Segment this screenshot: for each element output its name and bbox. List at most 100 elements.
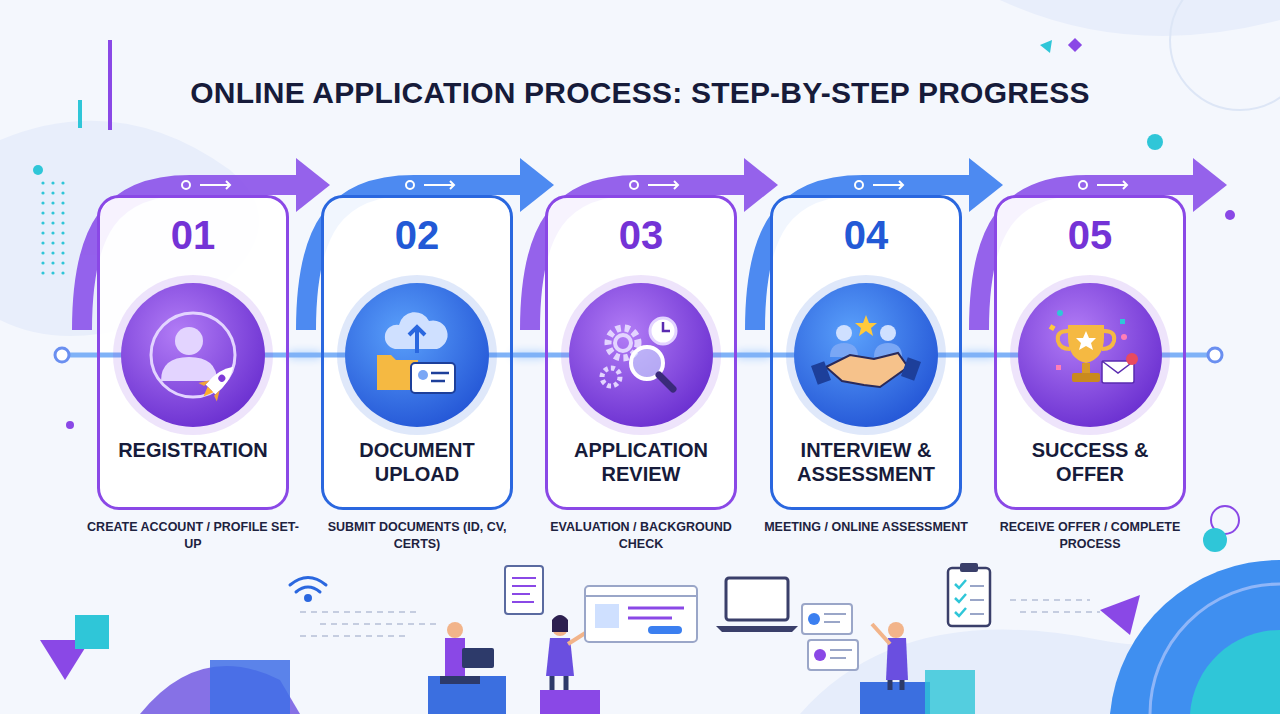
background-shapes bbox=[1150, 584, 1280, 714]
bottom-illustration bbox=[540, 690, 600, 714]
document-icon bbox=[505, 566, 543, 614]
person-figure bbox=[447, 622, 463, 638]
profile-card bbox=[802, 604, 858, 670]
person-figure bbox=[872, 622, 908, 690]
laptop-icon bbox=[726, 578, 788, 620]
card-fill bbox=[996, 197, 1185, 509]
browser-window bbox=[585, 595, 697, 597]
timeline-connector bbox=[513, 353, 545, 358]
wifi-symbol bbox=[290, 578, 326, 586]
step-icon-circle bbox=[1058, 331, 1115, 349]
arrow-accent bbox=[873, 181, 903, 189]
step-icon-circle bbox=[561, 275, 721, 435]
step-icon-circle bbox=[811, 361, 831, 385]
document-icon bbox=[505, 566, 543, 614]
background-shapes bbox=[1110, 560, 1280, 714]
card-fill bbox=[99, 197, 1185, 509]
step-card: 03APPLICATION REVIEWEVALUATION / BACKGRO… bbox=[545, 195, 737, 510]
step-icon-circle bbox=[615, 335, 631, 351]
step-icon-circle bbox=[602, 368, 620, 386]
arrow-accent bbox=[200, 181, 230, 189]
step-icon-circle bbox=[1082, 363, 1090, 373]
background-shapes bbox=[66, 421, 74, 429]
bottom-illustration bbox=[290, 563, 1100, 714]
step-icon-circle bbox=[409, 327, 425, 353]
step-icon-circle bbox=[663, 322, 670, 331]
step-number: 03 bbox=[548, 210, 734, 260]
bottom-illustration bbox=[428, 676, 506, 714]
document-icon bbox=[512, 578, 536, 602]
wifi-symbol bbox=[290, 578, 326, 601]
step-title: REGISTRATION bbox=[100, 438, 286, 462]
background-shapes bbox=[108, 40, 112, 130]
arrow-accent bbox=[424, 181, 454, 189]
step-number: 04 bbox=[773, 210, 959, 260]
arrow-accent bbox=[630, 181, 638, 189]
step-number: 05 bbox=[997, 210, 1183, 260]
step-icon-circle bbox=[161, 357, 217, 381]
step-icon-circle bbox=[121, 283, 265, 427]
step-icon-circle bbox=[1126, 353, 1138, 365]
step-icon-circle bbox=[794, 283, 938, 427]
person-figure bbox=[890, 680, 902, 690]
arrow-accent bbox=[855, 181, 863, 189]
step-icon-circle bbox=[561, 275, 721, 435]
clipboard-icon bbox=[948, 563, 990, 626]
background-shapes bbox=[1225, 210, 1235, 220]
step-icon-circle bbox=[201, 387, 214, 400]
step-description: MEETING / ONLINE ASSESSMENT bbox=[757, 519, 975, 536]
step-icon-circle bbox=[1068, 325, 1104, 363]
background-shapes bbox=[1170, 0, 1280, 110]
timeline-track bbox=[55, 348, 69, 362]
profile-card bbox=[808, 613, 820, 625]
browser-window bbox=[648, 626, 682, 634]
step-icon-circle bbox=[217, 373, 227, 383]
step-title: DOCUMENT UPLOAD bbox=[324, 438, 510, 486]
arrow-accent bbox=[1079, 181, 1087, 189]
background-shapes bbox=[1068, 38, 1082, 52]
person-figure bbox=[462, 648, 494, 668]
arrow-accent bbox=[182, 181, 1127, 189]
timeline-connector bbox=[962, 353, 994, 358]
arrow-accent bbox=[648, 181, 678, 189]
wifi-symbol bbox=[306, 596, 311, 601]
person-figure bbox=[552, 676, 566, 690]
step-icon-circle bbox=[411, 363, 455, 393]
step-icon-circle bbox=[1072, 373, 1100, 382]
step-icon-circle bbox=[194, 358, 242, 406]
profile-card bbox=[808, 640, 858, 670]
step-title: APPLICATION REVIEW bbox=[548, 438, 734, 486]
laptop-icon bbox=[716, 578, 798, 632]
clipboard-icon bbox=[955, 580, 966, 616]
step-icon-circle bbox=[418, 370, 428, 380]
background-shapes bbox=[1147, 134, 1163, 150]
step-number: 02 bbox=[324, 210, 510, 260]
arrow-accent bbox=[406, 181, 414, 189]
person-figure bbox=[552, 615, 568, 632]
arrow-accent bbox=[1097, 181, 1127, 189]
profile-card bbox=[830, 650, 852, 658]
bottom-illustration bbox=[925, 670, 975, 714]
card-fill bbox=[547, 197, 736, 509]
step-icon-circle bbox=[569, 283, 713, 427]
person-figure bbox=[872, 624, 890, 644]
step-icon-circle bbox=[826, 353, 908, 387]
background-shapes bbox=[1000, 0, 1280, 36]
browser-window bbox=[585, 586, 697, 642]
step-card: 04INTERVIEW & ASSESSMENTMEETING / ONLINE… bbox=[770, 195, 962, 510]
step-arrow bbox=[1193, 158, 1227, 212]
person-figure bbox=[546, 615, 590, 690]
person-figure bbox=[888, 622, 904, 638]
background-shapes bbox=[40, 175, 70, 275]
step-description: EVALUATION / BACKGROUND CHECK bbox=[532, 519, 750, 553]
step-icon-circle bbox=[855, 315, 877, 336]
step-icon-circle bbox=[1049, 324, 1056, 331]
step-icon-circle bbox=[1120, 319, 1125, 324]
card-fill bbox=[323, 197, 512, 509]
step-icon-circle bbox=[198, 376, 223, 401]
browser-window bbox=[628, 608, 684, 618]
connector-group bbox=[289, 355, 994, 356]
clipboard-icon bbox=[970, 586, 984, 614]
clipboard-icon bbox=[948, 568, 990, 626]
bottom-illustration bbox=[860, 682, 930, 714]
